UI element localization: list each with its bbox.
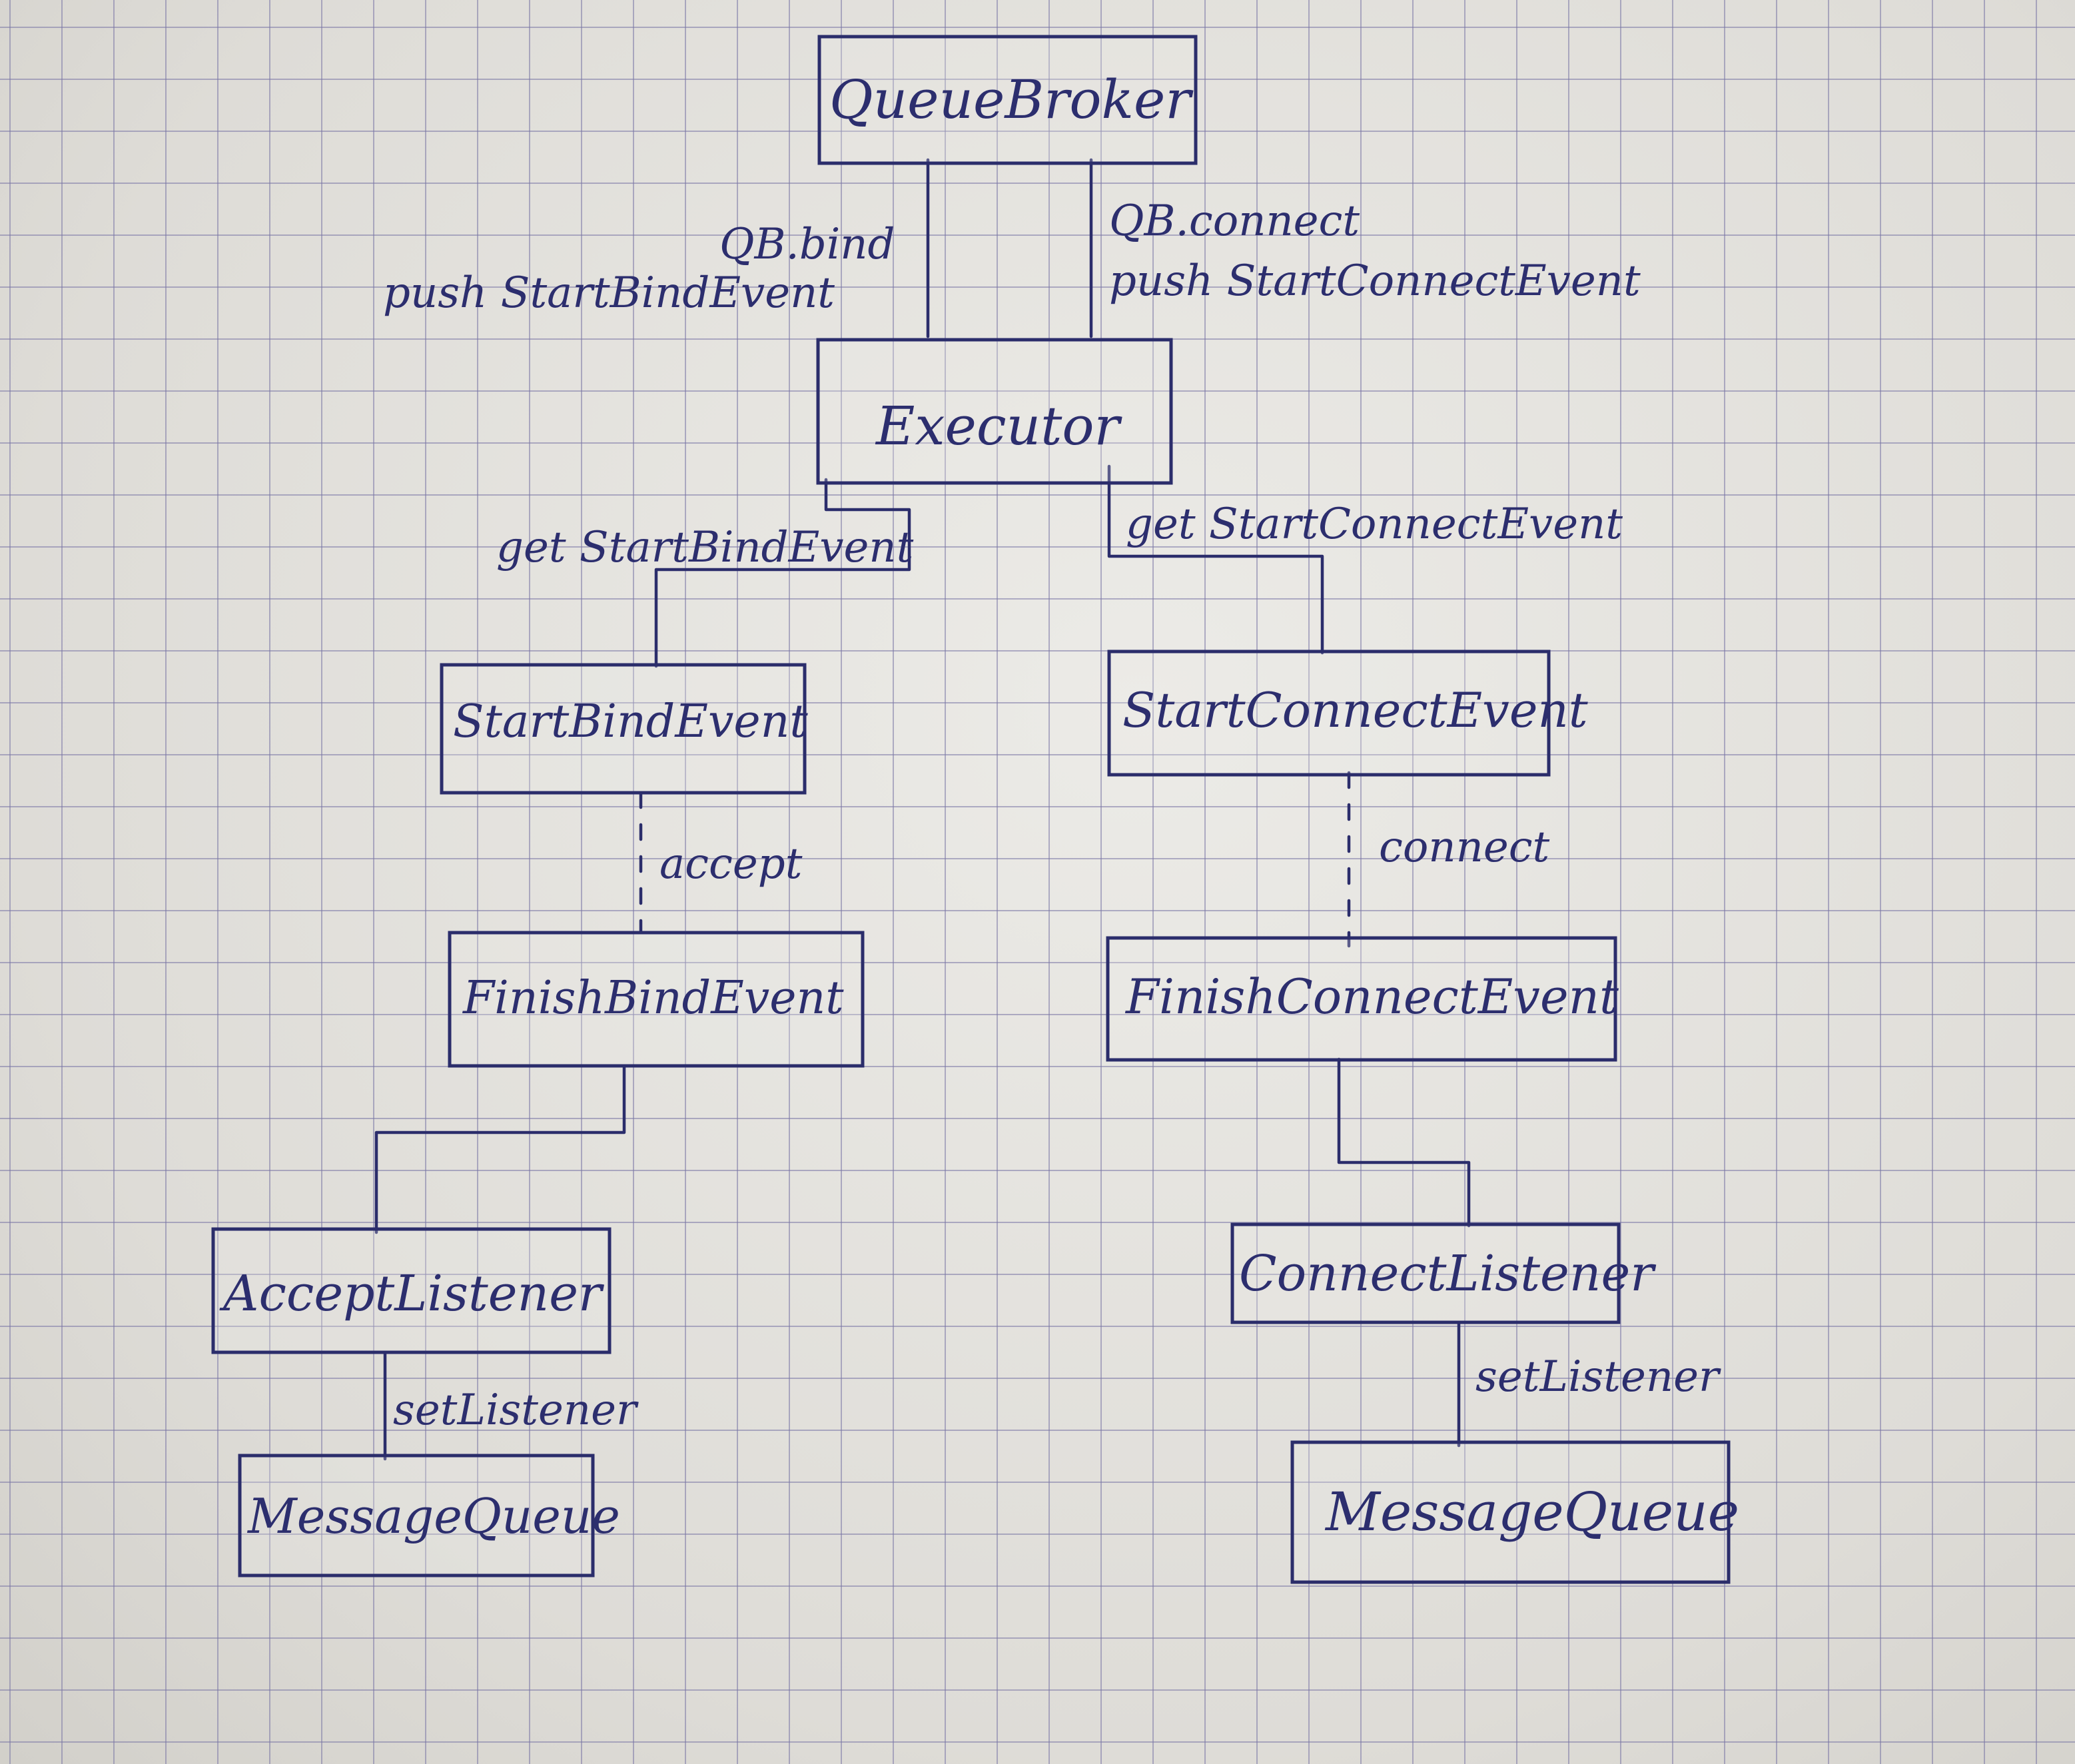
node-finishbindevent: FinishBindEvent (463, 972, 844, 1025)
edge-label-get-startconnectevent: get StartConnectEvent (1126, 500, 1623, 549)
edge-label-connect: connect (1379, 823, 1550, 872)
node-box-finishbindevent (448, 931, 865, 1068)
edge-label-push-startbindevent: push StartBindEvent (383, 268, 835, 318)
node-messagequeue-right: MessageQueue (1326, 1481, 1739, 1543)
node-box-startconnectevent (1107, 650, 1551, 777)
node-box-finishconnectevent (1106, 936, 1617, 1062)
node-messagequeue-left: MessageQueue (248, 1488, 620, 1544)
edge-label-get-startbindevent: get StartBindEvent (496, 523, 914, 572)
node-startbindevent: StartBindEvent (453, 695, 808, 748)
node-box-executor (816, 338, 1173, 485)
edge-label-push-startconnectevent: push StartConnectEvent (1109, 256, 1641, 306)
node-queuebroker: QueueBroker (829, 69, 1191, 131)
edge-label-accept: accept (659, 839, 803, 889)
edge-finishbindevent-acceptlistener (374, 1064, 626, 1234)
edge-label-setlistener-left: setListener (393, 1386, 637, 1435)
edge-label-setlistener-right: setListener (1475, 1352, 1719, 1402)
node-box-startbindevent (440, 663, 807, 795)
node-boxes (211, 35, 1731, 1584)
edge-label-qb-bind: QB.bind (719, 220, 895, 269)
edge-executor-startconnectevent (1107, 464, 1324, 655)
edge-executor-startbindevent (654, 478, 911, 668)
edges (374, 158, 1471, 1461)
node-box-acceptlistener (211, 1227, 612, 1354)
edge-finishconnectevent-connectlistener (1337, 1057, 1471, 1228)
node-finishconnectevent: FinishConnectEvent (1126, 969, 1619, 1025)
node-box-queuebroker (817, 35, 1198, 165)
node-startconnectevent: StartConnectEvent (1122, 682, 1588, 738)
node-connectlistener: ConnectListener (1239, 1245, 1654, 1302)
edge-label-qb-connect: QB.connect (1109, 197, 1360, 246)
node-box-messagequeue-left (238, 1454, 595, 1577)
node-box-connectlistener (1230, 1222, 1621, 1324)
node-executor: Executor (876, 395, 1120, 457)
node-box-messagequeue-right (1290, 1440, 1731, 1584)
node-acceptlistener: AcceptListener (223, 1265, 602, 1322)
